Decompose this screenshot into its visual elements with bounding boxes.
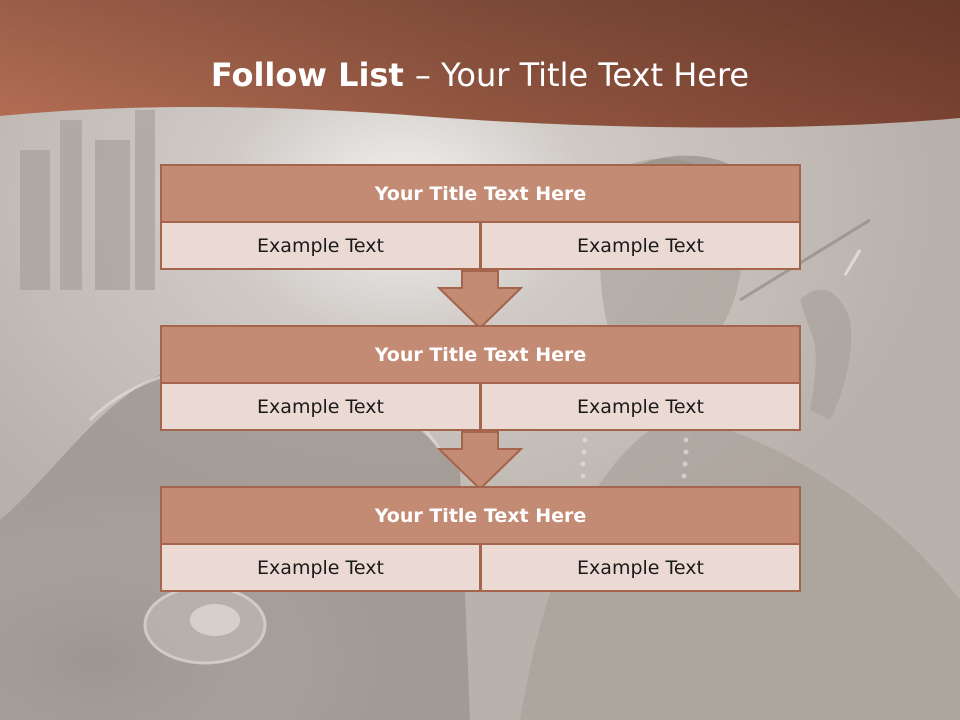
list-block-cell-left: Example Text <box>160 543 481 592</box>
list-block-1: Your Title Text Here Example Text Exampl… <box>160 164 801 270</box>
list-block-2: Your Title Text Here Example Text Exampl… <box>160 325 801 431</box>
slide-title: Follow List – Your Title Text Here <box>0 56 960 94</box>
list-block-cell-right: Example Text <box>480 382 801 431</box>
list-block-heading: Your Title Text Here <box>160 486 801 545</box>
list-block-cell-right: Example Text <box>480 543 801 592</box>
list-block-cell-left: Example Text <box>160 382 481 431</box>
list-block-cell-right: Example Text <box>480 221 801 270</box>
list-block-heading: Your Title Text Here <box>160 325 801 384</box>
list-block-heading: Your Title Text Here <box>160 164 801 223</box>
slide-title-rest: – Your Title Text Here <box>414 56 750 94</box>
down-arrow-icon <box>437 431 523 491</box>
list-block-cell-left: Example Text <box>160 221 481 270</box>
down-arrow-icon <box>437 270 523 330</box>
list-block-3: Your Title Text Here Example Text Exampl… <box>160 486 801 592</box>
slide-title-bold: Follow List <box>210 56 415 94</box>
